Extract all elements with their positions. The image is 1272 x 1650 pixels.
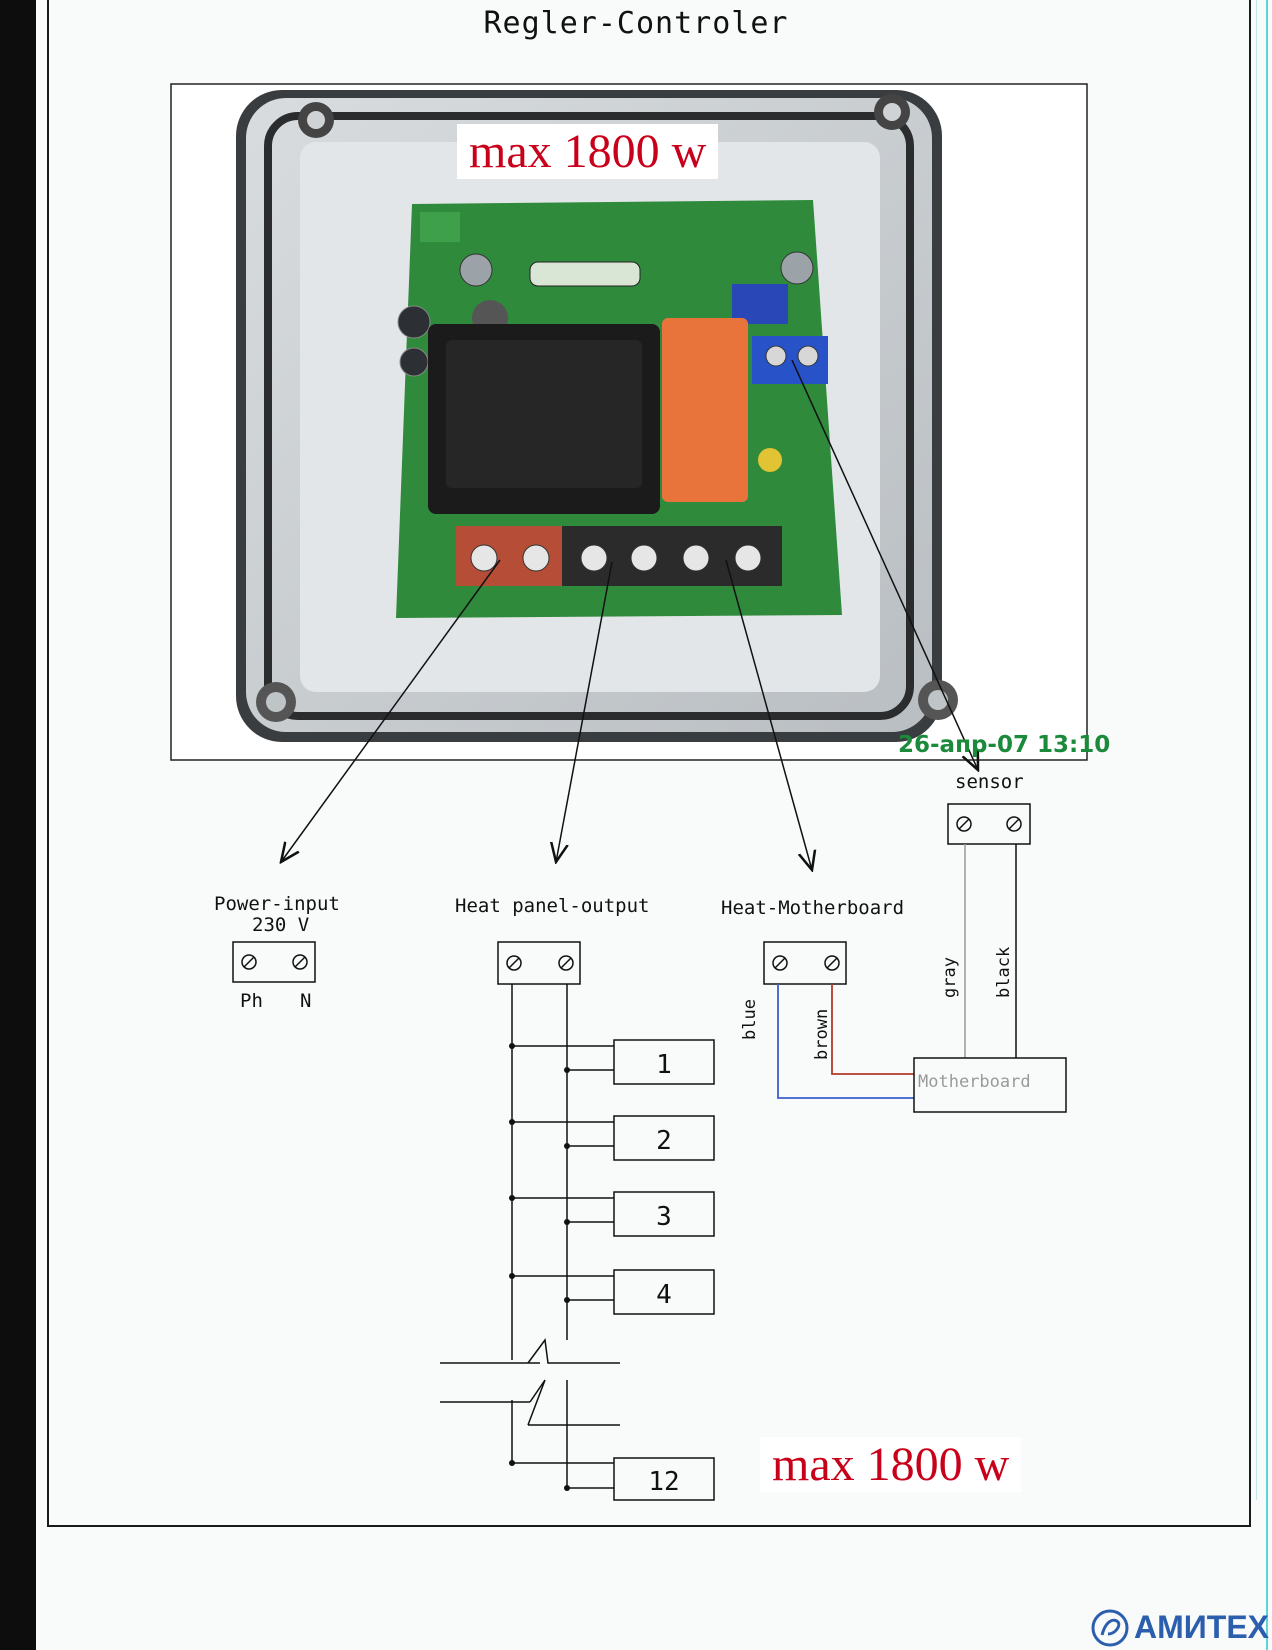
heat-motherboard-label: Heat-Motherboard	[721, 897, 905, 919]
heat-panel-bus	[440, 984, 620, 1489]
wire-black-label: black	[994, 946, 1014, 998]
power-voltage-label: 230 V	[252, 914, 310, 936]
power-terminal-n-label: N	[300, 990, 312, 1012]
amitex-logo: АМИТЕХ	[1088, 1608, 1269, 1648]
heat-panel-output-label: Heat panel-output	[455, 895, 650, 917]
amitex-logo-text: АМИТЕХ	[1134, 1609, 1269, 1645]
panel-label-4: 4	[656, 1280, 672, 1310]
motherboard-box	[913, 1057, 1067, 1113]
power-input-label: Power-input	[214, 893, 340, 915]
heat-mb-terminal	[763, 941, 847, 985]
scan-edge-band	[0, 0, 36, 1650]
bottom-max-power-label: max 1800 w	[760, 1437, 1022, 1492]
photo-max-power-label: max 1800 w	[457, 124, 719, 179]
wire-brown-label: brown	[812, 1008, 832, 1060]
amitex-logo-icon	[1091, 1609, 1129, 1647]
wire-blue-label: blue	[740, 999, 760, 1040]
sensor-terminal	[947, 803, 1031, 845]
panel-boxes	[613, 1039, 715, 1501]
wire-brown	[831, 984, 914, 1075]
photo-timestamp: 26-апр-07 13:10	[898, 732, 1111, 758]
wire-gray-label: gray	[940, 957, 960, 998]
page-title: Regler-Controler	[483, 6, 789, 41]
controller-photo	[170, 83, 1088, 761]
panel-label-2: 2	[656, 1126, 672, 1156]
drawing-frame	[47, 0, 1251, 1527]
panel-label-3: 3	[656, 1202, 672, 1232]
panel-label-12: 12	[648, 1467, 680, 1497]
wire-blue	[777, 984, 914, 1099]
power-terminal-ph-label: Ph	[240, 990, 263, 1012]
power-terminal	[232, 941, 316, 983]
sensor-label: sensor	[955, 771, 1024, 793]
pcb	[396, 200, 842, 618]
panel-label-1: 1	[656, 1050, 672, 1080]
bus-junctions	[509, 1043, 570, 1491]
motherboard-label: Motherboard	[918, 1072, 1031, 1092]
scan-edge-line	[1266, 0, 1268, 1650]
heat-panel-terminal	[497, 941, 581, 985]
photo-arrows	[281, 359, 978, 870]
scan-edge-line-inner	[1256, 0, 1257, 1500]
